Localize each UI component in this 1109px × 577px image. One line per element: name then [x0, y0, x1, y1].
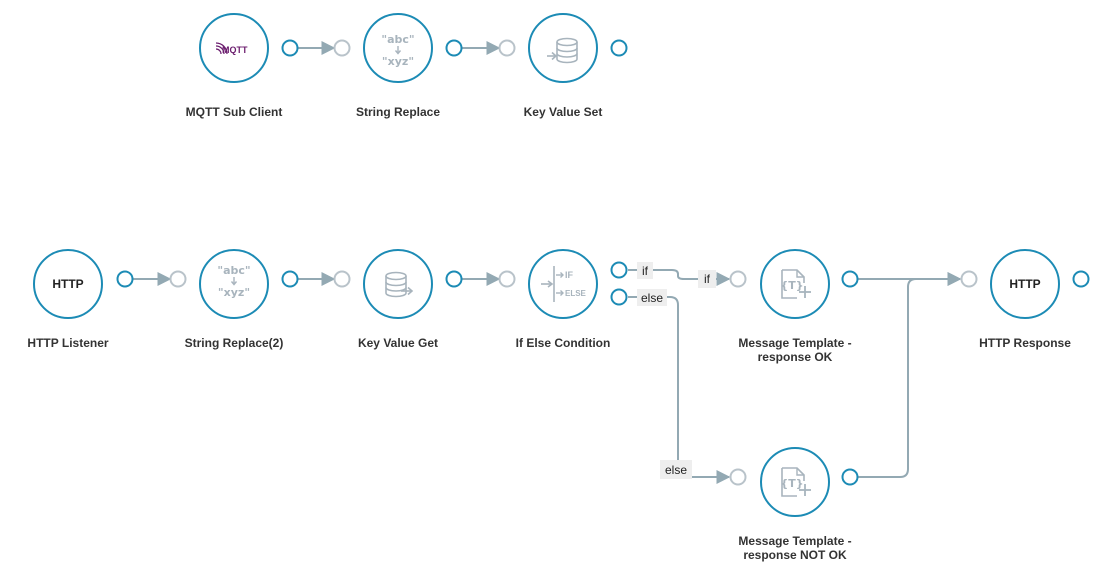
node-mqtt-sub-client[interactable]: MQTT MQTT Sub Client	[186, 13, 299, 119]
input-port[interactable]	[960, 270, 978, 288]
node-label: HTTP Listener	[27, 336, 108, 350]
output-port[interactable]	[281, 39, 299, 57]
output-port[interactable]	[445, 39, 463, 57]
node-http-response[interactable]: HTTP HTTP Response	[960, 249, 1090, 350]
node-key-value-set[interactable]: Key Value Set	[498, 13, 628, 119]
edge-label-else: else	[660, 460, 692, 479]
node-circle[interactable]	[528, 13, 598, 83]
http-icon-text: HTTP	[1009, 277, 1040, 291]
database-out-icon	[385, 271, 414, 298]
node-label: If Else Condition	[516, 336, 611, 350]
node-circle[interactable]	[363, 249, 433, 319]
icon-top-text: "abc"	[217, 264, 250, 277]
node-if-else-condition[interactable]: IF ELSE If Else Condition	[498, 249, 628, 350]
node-label: Key Value Get	[358, 336, 438, 350]
node-label: MQTT Sub Client	[186, 105, 283, 119]
mqtt-icon: MQTT	[215, 42, 248, 55]
output-port-else[interactable]	[610, 288, 628, 306]
string-replace-icon: "abc" "xyz"	[381, 33, 414, 68]
template-icon: {T}	[780, 269, 811, 299]
input-port[interactable]	[169, 270, 187, 288]
template-icon-text: {T}	[780, 279, 803, 292]
output-port[interactable]	[445, 270, 463, 288]
node-label-line-2: response OK	[758, 350, 833, 364]
edge-else-to-message-template-not-ok[interactable]	[628, 296, 731, 484]
node-label: HTTP Response	[979, 336, 1071, 350]
input-port[interactable]	[498, 270, 516, 288]
node-circle[interactable]	[760, 249, 830, 319]
node-key-value-get[interactable]: Key Value Get	[333, 249, 463, 350]
node-label: Key Value Set	[524, 105, 603, 119]
edge-message-template-not-ok-to-http-response[interactable]	[858, 272, 962, 478]
node-message-template-ok[interactable]: {T} Message Template - response OK	[729, 249, 859, 364]
output-port[interactable]	[281, 270, 299, 288]
port-label-else: else	[637, 289, 667, 306]
output-port[interactable]	[610, 39, 628, 57]
edge-label-if-text: if	[704, 272, 711, 286]
port-label-if: if	[637, 262, 653, 279]
string-replace-icon: "abc" "xyz"	[217, 264, 250, 299]
output-port[interactable]	[1072, 270, 1090, 288]
port-label-if-text: if	[642, 264, 649, 278]
node-circle[interactable]	[33, 249, 103, 319]
node-string-replace-2[interactable]: "abc" "xyz" String Replace(2)	[169, 249, 299, 350]
input-port[interactable]	[333, 39, 351, 57]
node-label: String Replace	[356, 105, 440, 119]
if-else-icon: IF ELSE	[541, 266, 587, 302]
edge-label-if: if	[698, 270, 716, 288]
output-port-if[interactable]	[610, 261, 628, 279]
icon-bottom-text: "xyz"	[382, 55, 414, 68]
input-port[interactable]	[498, 39, 516, 57]
node-circle[interactable]	[528, 249, 598, 319]
mqtt-icon-text: MQTT	[222, 45, 248, 55]
input-port[interactable]	[729, 270, 747, 288]
output-port[interactable]	[841, 270, 859, 288]
node-circle[interactable]	[990, 249, 1060, 319]
output-port[interactable]	[116, 270, 134, 288]
template-icon-text: {T}	[780, 477, 803, 490]
port-label-else-text: else	[641, 291, 663, 305]
icon-bottom-text: "xyz"	[218, 286, 250, 299]
http-icon-text: HTTP	[52, 277, 83, 291]
edge-label-else-text: else	[665, 463, 687, 477]
if-icon-text: IF	[565, 270, 574, 280]
node-message-template-not-ok[interactable]: {T} Message Template - response NOT OK	[729, 447, 859, 562]
output-port[interactable]	[841, 468, 859, 486]
node-circle[interactable]	[760, 447, 830, 517]
icon-top-text: "abc"	[381, 33, 414, 46]
input-port[interactable]	[333, 270, 351, 288]
template-icon: {T}	[780, 467, 811, 497]
node-string-replace[interactable]: "abc" "xyz" String Replace	[333, 13, 463, 119]
database-in-icon	[547, 37, 578, 64]
node-http-listener[interactable]: HTTP HTTP Listener	[27, 249, 134, 350]
node-circle[interactable]	[199, 13, 269, 83]
node-label-line-2: response NOT OK	[743, 548, 847, 562]
input-port[interactable]	[729, 468, 747, 486]
node-label-line-1: Message Template -	[738, 534, 851, 548]
else-icon-text: ELSE	[565, 289, 587, 298]
node-label: String Replace(2)	[185, 336, 284, 350]
edge-if-to-message-template-ok[interactable]	[628, 269, 731, 286]
node-label-line-1: Message Template -	[738, 336, 851, 350]
